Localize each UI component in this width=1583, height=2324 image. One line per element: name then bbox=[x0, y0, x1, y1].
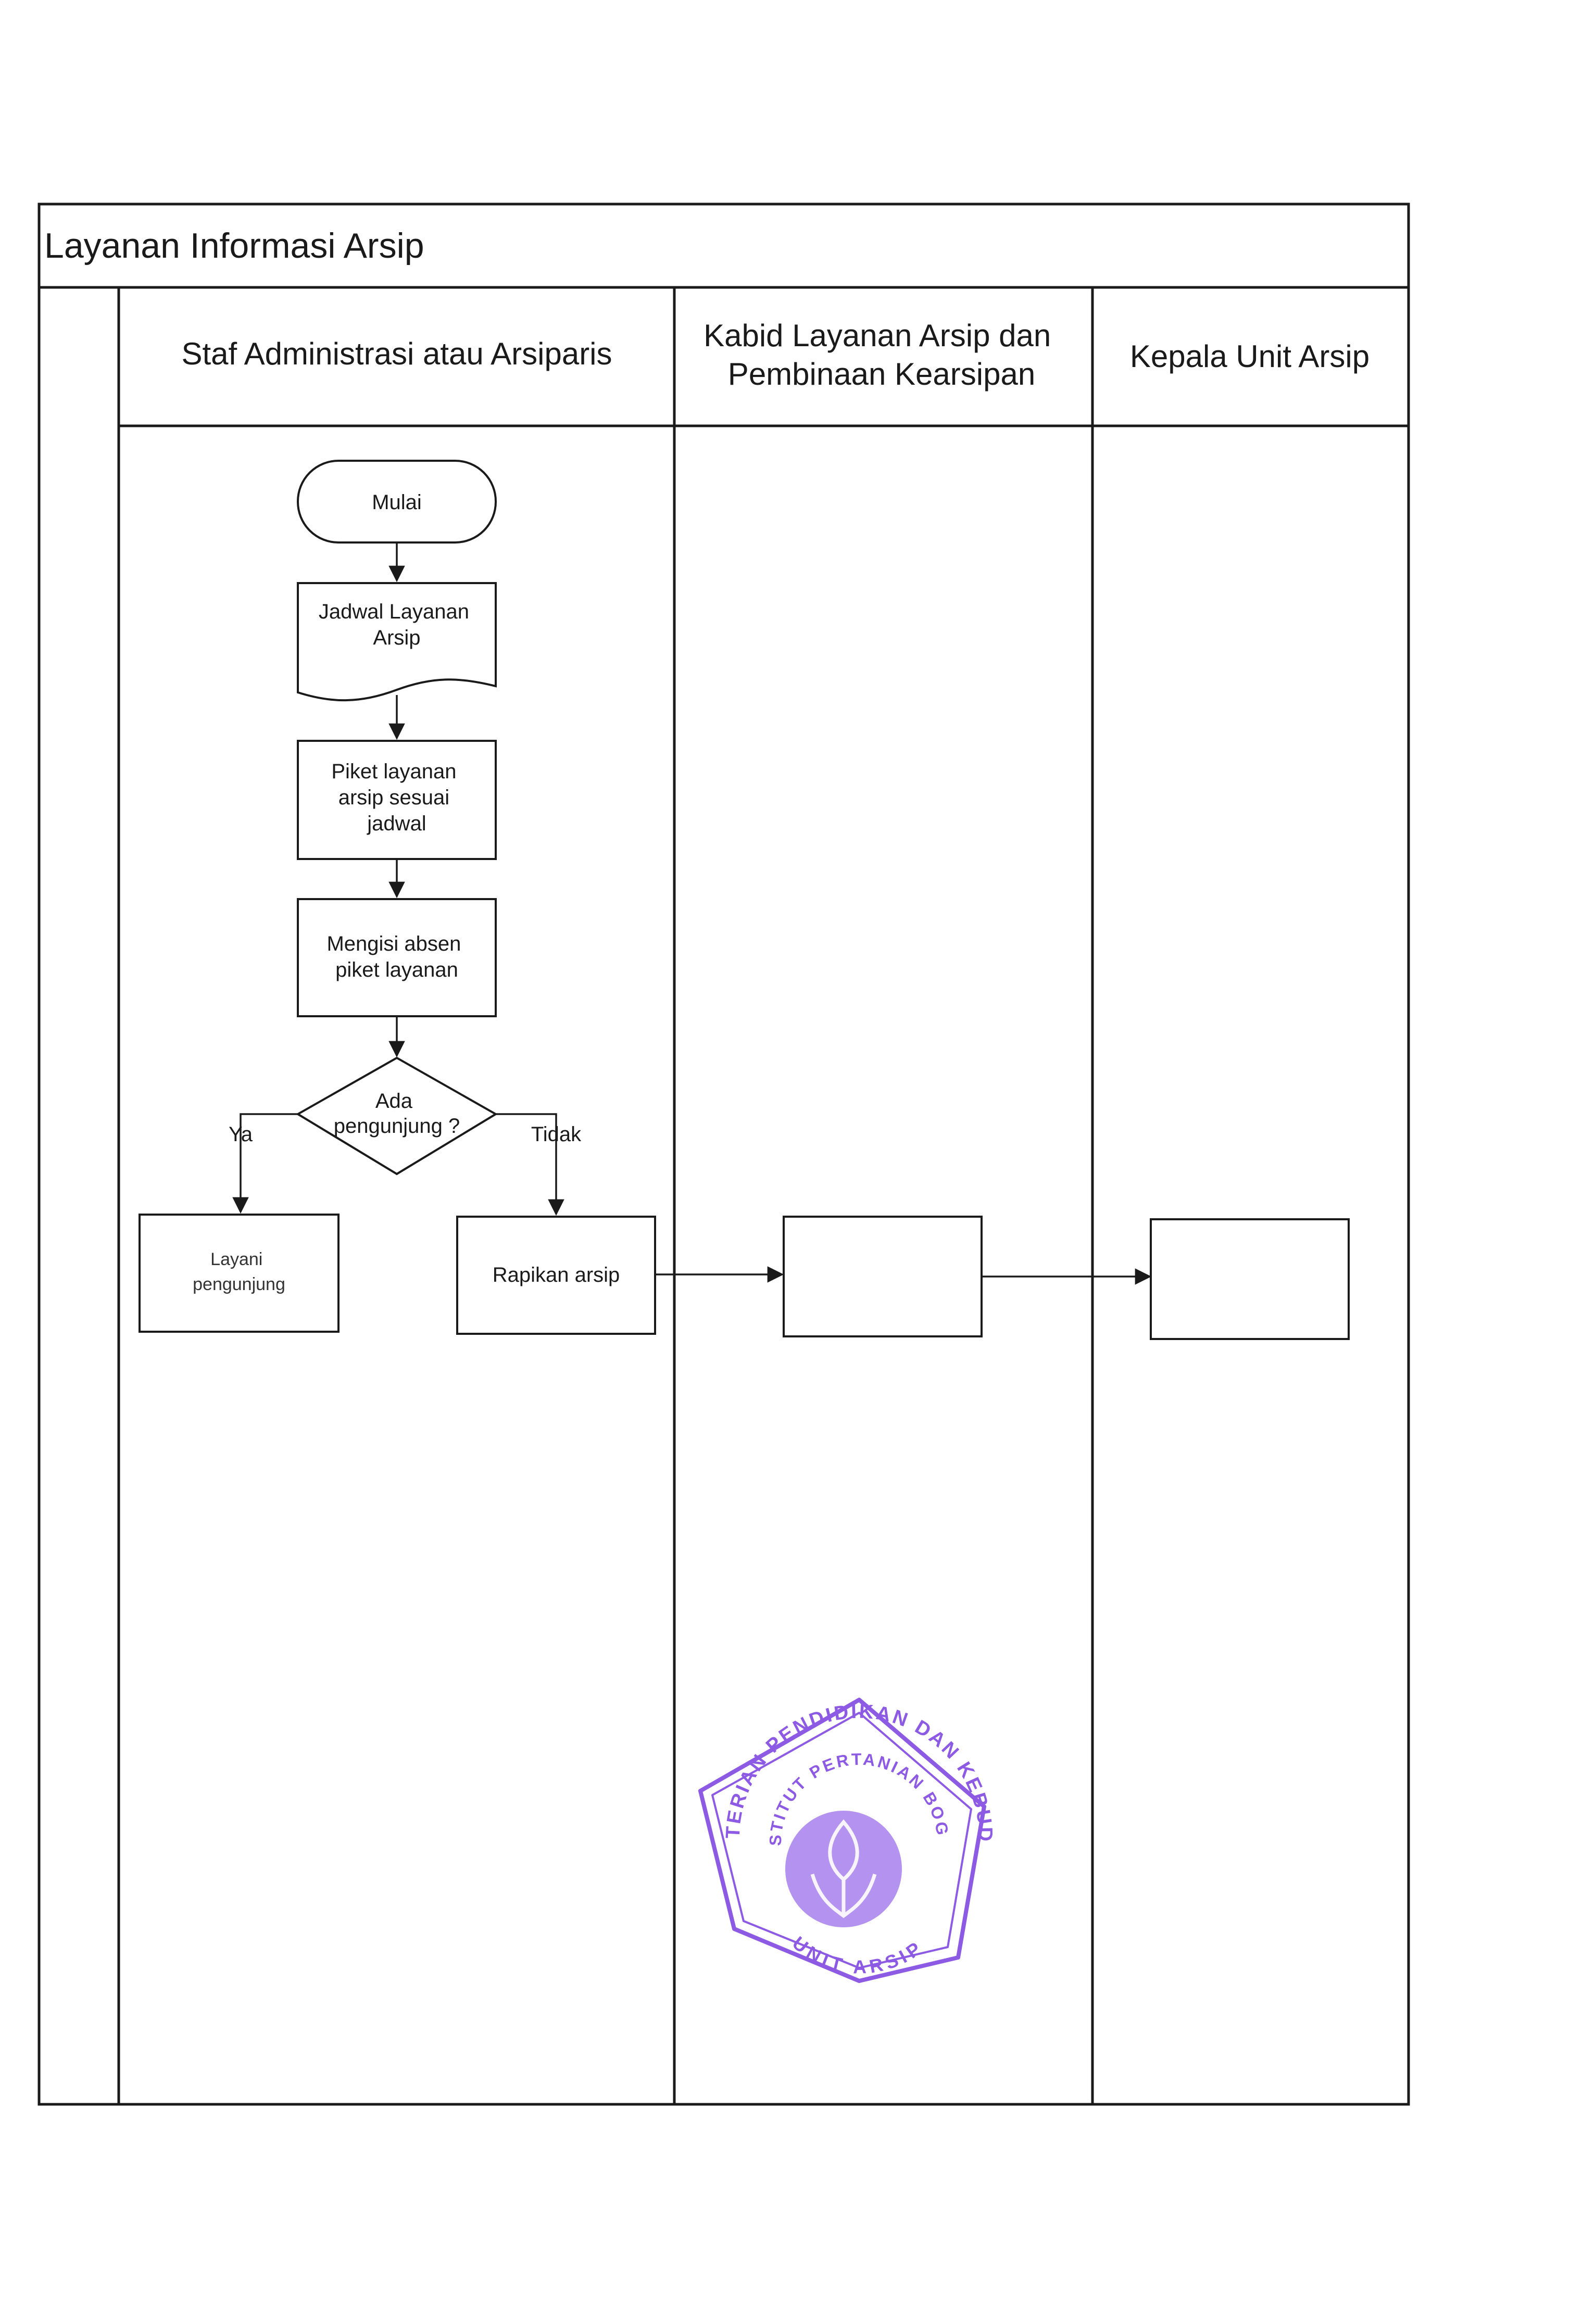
node-piket bbox=[297, 740, 497, 860]
node-jadwal-label: Jadwal Layanan Arsip bbox=[319, 600, 475, 649]
node-layani-label: Layani pengunjung bbox=[193, 1249, 285, 1294]
node-layani bbox=[139, 1214, 340, 1333]
node-rapikan bbox=[456, 1216, 656, 1335]
unit-arsip-stamp: KEMENTERIAN PENDIDIKAN DAN KEBUDAYAAN IN… bbox=[0, 0, 996, 1983]
edge-decision-yes bbox=[232, 1113, 298, 1214]
node-absen-label: Mengisi absen piket layanan bbox=[326, 932, 467, 981]
diagram-title: Layanan Informasi Arsip bbox=[44, 226, 424, 266]
node-mulai bbox=[297, 460, 497, 544]
node-kabid-box bbox=[783, 1216, 983, 1337]
edge-label-no: Tidak bbox=[531, 1123, 582, 1146]
node-decision bbox=[296, 1056, 498, 1176]
node-kepala-box bbox=[1150, 1218, 1350, 1340]
edge-decision-no bbox=[496, 1113, 564, 1216]
stamp-emblem bbox=[785, 1811, 902, 1927]
node-mulai-label: Mulai bbox=[372, 491, 422, 514]
diagram-frame bbox=[37, 203, 1410, 2106]
stamp-emblem-mark bbox=[810, 1819, 877, 1918]
node-absen bbox=[297, 898, 497, 1017]
stamp-inner-shape bbox=[711, 1712, 972, 1969]
node-jadwal bbox=[297, 582, 497, 702]
node-decision-label: Ada pengunjung ? bbox=[334, 1090, 460, 1138]
node-piket-label: Piket layanan arsip sesuai jadwal bbox=[331, 760, 462, 835]
lane-header-kabid: Kabid Layanan Arsip dan Pembinaan Kearsi… bbox=[703, 318, 1060, 391]
lane-header-staf: Staf Administrasi atau Arsiparis bbox=[181, 336, 612, 371]
stamp-ring-text: KEMENTERIAN PENDIDIKAN DAN KEBUDAYAAN bbox=[0, 0, 996, 1843]
stamp-outer-shape bbox=[698, 1698, 986, 1983]
edge-label-yes: Ya bbox=[229, 1123, 253, 1146]
lane-header-kepala: Kepala Unit Arsip bbox=[1130, 339, 1370, 374]
node-rapikan-label: Rapikan arsip bbox=[493, 1264, 620, 1286]
